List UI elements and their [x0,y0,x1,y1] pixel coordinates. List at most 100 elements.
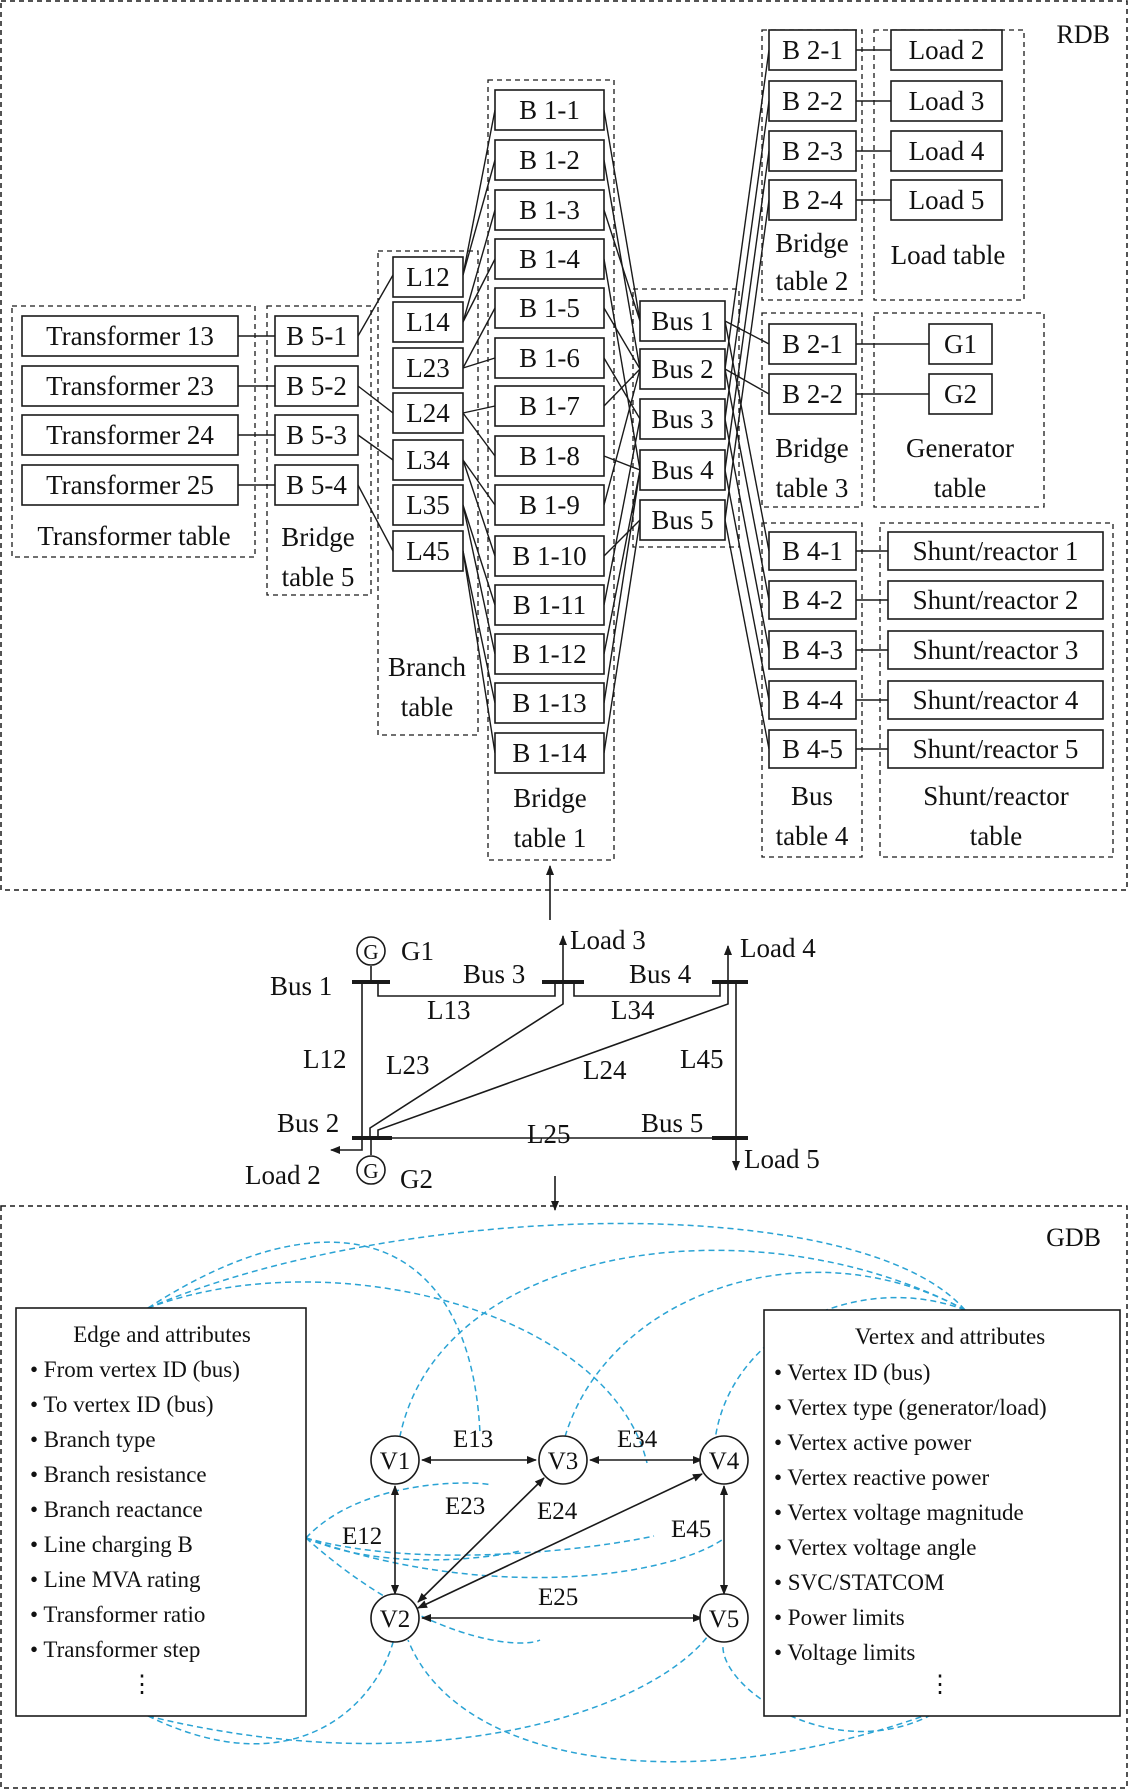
vertex-v5-node [699,1593,749,1643]
bus-cell-label-1: Bus 1 [651,306,713,336]
bridge2-cell-3 [768,130,857,172]
bus4-cell-label-5: B 4-5 [782,734,843,764]
bridge1-cell-7 [494,385,605,427]
bus4-cell-label-2: B 4-2 [782,585,843,615]
edge-e24-label: E24 [537,1498,578,1525]
edge-attribute-item-6: • Line charging B [30,1532,193,1557]
transformer-cell-label-1: Transformer 13 [46,321,214,351]
transformer-table-caption: Transformer table [37,521,230,551]
bus-table-4-frame [761,522,863,858]
edge-attribute-item-9: • Transformer step [30,1637,200,1662]
bridge1-cell-8 [494,435,605,477]
bridge1-cell-11 [494,584,605,626]
vertex-attributes-list: • Vertex ID (bus)• Vertex type (generato… [774,1360,1047,1665]
bridge-table-2-caption-line1: Bridge [775,228,849,258]
bus-cell-label-3: Bus 3 [651,404,713,434]
generator-g2-symbol: G [363,1159,378,1183]
branch-cell-1 [392,256,464,298]
bridge1-cell-1 [494,89,605,131]
branch-cell-label-4: L24 [406,398,450,428]
label-bus4: Bus 4 [629,959,692,989]
branch-cell-label-2: L14 [406,307,450,337]
vertex-attribute-item-2: • Vertex type (generator/load) [774,1395,1047,1420]
branch-cell-3 [392,347,464,389]
vertex-v3-label: V3 [548,1448,579,1475]
bus-cell-label-2: Bus 2 [651,354,713,384]
vertex-v4-label: V4 [709,1448,740,1475]
bridge-table-5-caption-line1: Bridge [281,522,355,552]
bus-cell-5 [639,499,726,541]
edge-attribute-item-7: • Line MVA rating [30,1567,201,1592]
bridge2-cell-label-2: B 2-2 [782,86,843,116]
branch-cell-label-1: L12 [406,262,450,292]
bus-cell-4 [639,449,726,491]
label-l25: L25 [527,1119,571,1149]
bridge2-cell-label-1: B 2-1 [782,35,843,65]
bus4-cell-3 [768,630,857,670]
bridge2-cell-label-4: B 2-4 [782,185,843,215]
transformer-cell-3 [21,414,239,456]
bridge1-cell-2 [494,139,605,181]
vertex-attribute-item-4: • Vertex reactive power [774,1465,990,1490]
vertex-v5-label: V5 [709,1606,740,1633]
transformer-table-frame [11,305,256,558]
bridge3-cell-1 [768,323,857,365]
transformer-cell-4 [21,464,239,506]
bridge-table-1-frame [487,79,615,861]
bridge1-cell-4 [494,238,605,280]
label-bus3: Bus 3 [463,959,525,989]
edge-attributes-ellipsis: ⋮ [130,1672,154,1698]
transformer-cell-label-4: Transformer 25 [46,470,214,500]
bridge1-cell-5 [494,287,605,329]
bridge-table-1-caption-line1: Bridge [513,783,587,813]
bridge2-cell-4 [768,179,857,221]
branch-cell-5 [392,439,464,481]
edge-attribute-item-1: • From vertex ID (bus) [30,1357,240,1382]
bridge5-cell-4 [274,464,359,506]
bus-cell-label-5: Bus 5 [651,505,713,535]
label-l12: L12 [303,1044,347,1074]
generator-table-caption-line1: Generator [906,433,1014,463]
branch-cell-label-3: L23 [406,353,450,383]
load-cell-label-1: Load 2 [909,35,985,65]
shunt-cell-3 [887,630,1104,670]
edge-e23-label: E23 [445,1493,485,1520]
shunt-table-caption-line2: table [970,821,1022,851]
shunt-cell-1 [887,531,1104,571]
label-g1: G1 [401,936,434,966]
bridge3-cell-2 [768,373,857,415]
vertex-attributes-ellipsis: ⋮ [928,1672,952,1698]
shunt-cell-label-1: Shunt/reactor 1 [913,536,1079,566]
rdb-field-boxes: Transformer 13 Transformer 23 Transformer … [21,29,1104,774]
bus-cell-1 [639,300,726,342]
bridge5-cell-1 [274,315,359,357]
branch-cell-4 [392,392,464,434]
bridge5-cell-label-3: B 5-3 [286,420,347,450]
label-load5: Load 5 [744,1144,820,1174]
bridge5-cell-label-4: B 5-4 [286,470,347,500]
shunt-cell-5 [887,729,1104,769]
bridge1-cell-label-12: B 1-12 [512,639,586,669]
rdb-label: RDB [1057,20,1110,49]
rdb-frame [0,0,1128,891]
shunt-cell-label-5: Shunt/reactor 5 [913,734,1079,764]
vertex-attribute-item-9: • Voltage limits [774,1640,915,1665]
edge-attribute-item-4: • Branch resistance [30,1462,207,1487]
shunt-cell-4 [887,680,1104,720]
edge-e13-label: E13 [453,1426,493,1453]
vertex-v2-node [370,1593,420,1643]
bridge1-cell-label-14: B 1-14 [512,738,587,768]
bridge1-cell-9 [494,484,605,526]
bus-cell-2 [639,348,726,390]
rdb-section: RDB [0,0,1128,891]
label-g2: G2 [400,1164,433,1194]
bus-cell-label-4: Bus 4 [651,455,714,485]
generator-cell-2 [928,373,993,415]
vertex-attribute-item-7: • SVC/STATCOM [774,1570,944,1595]
shunt-cell-2 [887,580,1104,620]
bridge1-cell-label-3: B 1-3 [519,195,580,225]
bridge1-cell-label-9: B 1-9 [519,490,580,520]
transformer-cell-label-2: Transformer 23 [46,371,214,401]
bridge5-cell-label-1: B 5-1 [286,321,347,351]
bridge5-cell-3 [274,414,359,456]
